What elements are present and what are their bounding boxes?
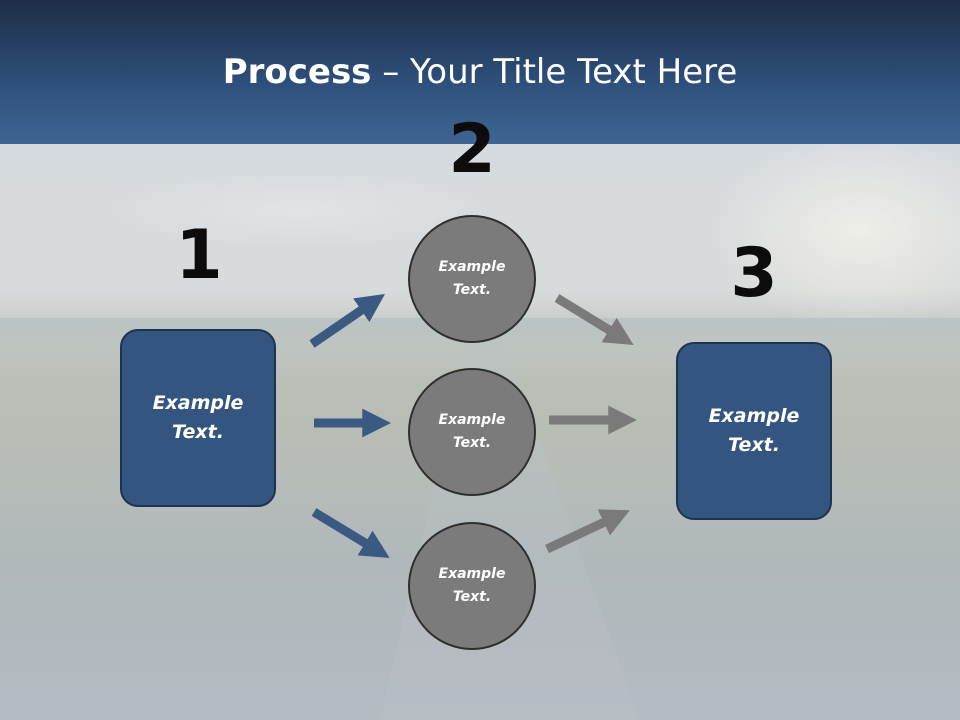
step-1-box: Example Text. xyxy=(120,329,276,507)
step-2-circle-bottom: Example Text. xyxy=(408,522,536,650)
step-number-1: 1 xyxy=(175,216,223,295)
step-2-circle-top: Example Text. xyxy=(408,215,536,343)
title-rest: – Your Title Text Here xyxy=(371,52,738,92)
step-2-circle-middle: Example Text. xyxy=(408,368,536,496)
step-number-3: 3 xyxy=(730,234,778,313)
arrow-circle-bottom-to-box3 xyxy=(545,509,630,554)
slide-title: Process – Your Title Text Here xyxy=(0,52,960,92)
step-3-box: Example Text. xyxy=(676,342,832,520)
arrow-box1-to-circle-top xyxy=(309,293,386,348)
step-number-2: 2 xyxy=(448,110,496,189)
arrow-circle-top-to-box3 xyxy=(554,294,634,346)
title-bold: Process xyxy=(222,52,372,92)
title-bar xyxy=(0,0,960,144)
arrow-box1-to-circle-bottom xyxy=(311,508,390,558)
